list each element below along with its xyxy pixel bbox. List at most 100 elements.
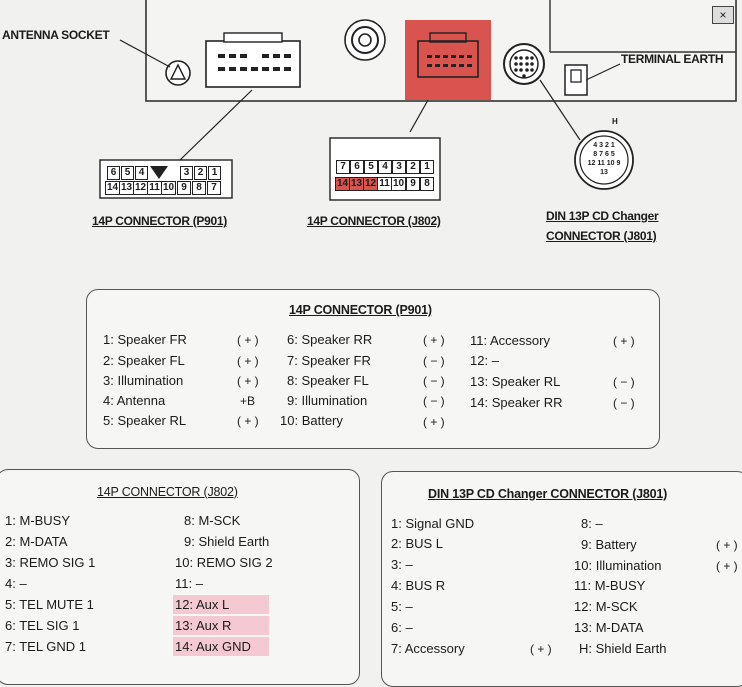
list-item: 10: Illumination	[574, 558, 662, 573]
pin: 13	[119, 181, 134, 195]
list-item-highlighted: 14: Aux GND	[173, 637, 269, 656]
j802-pin-grid: 7 6 5 4 3 2 1 14 13 12 11 10 9 8	[335, 160, 437, 192]
pin: 4	[135, 166, 148, 180]
list-item: 14: Speaker RR	[470, 395, 563, 410]
list-item: 2: M-DATA	[5, 534, 68, 549]
polarity: ( − )	[613, 375, 635, 389]
p901-panel-title: 14P CONNECTOR (P901)	[289, 303, 432, 317]
polarity: ( + )	[530, 642, 552, 656]
list-item: 11: M-BUSY	[574, 578, 646, 593]
polarity: ( − )	[423, 394, 445, 408]
pin: 3	[180, 166, 193, 180]
pin: 2	[406, 160, 420, 174]
list-item: 9: Shield Earth	[184, 534, 270, 549]
list-item: 10: Battery	[280, 413, 343, 428]
pin: 1	[208, 166, 221, 180]
list-item: 2: Speaker FL	[103, 353, 185, 368]
list-item: 5: –	[391, 599, 413, 614]
list-item: 1: Speaker FR	[103, 332, 187, 347]
list-item: 8: M-SCK	[184, 513, 241, 528]
j801-panel: DIN 13P CD Changer CONNECTOR (J801) 1: S…	[381, 471, 742, 687]
din-marker: H	[612, 117, 618, 126]
pin: 9	[406, 177, 420, 191]
pin: 8	[420, 177, 434, 191]
polarity: ( − )	[423, 374, 445, 388]
j802-panel-title: 14P CONNECTOR (J802)	[97, 485, 238, 499]
list-item: 5: TEL MUTE 1	[5, 597, 94, 612]
pin: 3	[392, 160, 406, 174]
pin: 8	[192, 181, 206, 195]
list-item: 1: Signal GND	[391, 516, 475, 531]
list-item: 10: REMO SIG 2	[175, 555, 273, 570]
polarity: ( + )	[237, 333, 259, 347]
pin: 2	[194, 166, 207, 180]
list-item: 5: Speaker RL	[103, 413, 187, 428]
pin: 10	[391, 177, 406, 191]
pin-highlighted: 14	[335, 177, 350, 191]
polarity: +B	[240, 394, 256, 408]
j801-panel-title: DIN 13P CD Changer CONNECTOR (J801)	[428, 487, 668, 501]
pin: 5	[364, 160, 378, 174]
list-item: 3: –	[391, 557, 413, 572]
list-item: 8: Speaker FL	[287, 373, 369, 388]
j802-panel: 14P CONNECTOR (J802) 1: M-BUSY 2: M-DATA…	[0, 469, 360, 685]
polarity: ( + )	[237, 414, 259, 428]
polarity: ( + )	[716, 559, 738, 573]
list-item: 11: –	[175, 576, 203, 591]
list-item: 13: M-DATA	[574, 620, 644, 635]
p901-caption: 14P CONNECTOR (P901)	[92, 214, 227, 228]
p901-panel: 14P CONNECTOR (P901) 1: Speaker FR 2: Sp…	[86, 289, 660, 449]
polarity: ( + )	[613, 334, 635, 348]
j802-caption: 14P CONNECTOR (J802)	[307, 214, 441, 228]
din-caption-line2: CONNECTOR (J801)	[546, 229, 657, 243]
pin: 7	[207, 181, 221, 195]
polarity: ( + )	[237, 374, 259, 388]
list-item: 4: Antenna	[103, 393, 166, 408]
list-item: 8: –	[581, 516, 603, 531]
head-unit-diagram	[99, 0, 737, 201]
list-item: 9: Battery	[581, 537, 637, 552]
pin: 9	[177, 181, 191, 195]
list-item: 7: Speaker FR	[287, 353, 371, 368]
list-item: 7: TEL GND 1	[5, 639, 86, 654]
polarity: ( + )	[716, 538, 738, 552]
pin-highlighted: 12	[363, 177, 378, 191]
pin: 12	[133, 181, 148, 195]
key-triangle-icon	[150, 166, 168, 179]
list-item: 3: Illumination	[103, 373, 184, 388]
pin: 10	[161, 181, 176, 195]
list-item: 6: TEL SIG 1	[5, 618, 80, 633]
pin: 7	[336, 160, 350, 174]
list-item: 12: –	[470, 353, 499, 368]
list-item: 13: Speaker RL	[470, 374, 561, 389]
list-item: 1: M-BUSY	[5, 513, 71, 528]
close-icon[interactable]: ×	[712, 6, 734, 24]
pin: 6	[107, 166, 120, 180]
din-pin-grid: 4 3 2 1 8 7 6 5 12 11 10 9 13	[587, 142, 621, 176]
list-item: 9: Illumination	[287, 393, 368, 408]
list-item: 12: M-SCK	[574, 599, 638, 614]
polarity: ( − )	[423, 354, 445, 368]
din-caption-line1: DIN 13P CD Changer	[546, 209, 659, 223]
list-item: 3: REMO SIG 1	[5, 555, 96, 570]
list-item: 2: BUS L	[391, 536, 444, 551]
pin: 5	[121, 166, 134, 180]
polarity: ( + )	[423, 415, 445, 429]
list-item: H: Shield Earth	[579, 641, 667, 656]
polarity: ( + )	[423, 333, 445, 347]
list-item: 6: –	[391, 620, 413, 635]
polarity: ( − )	[613, 396, 635, 410]
pin: 6	[350, 160, 364, 174]
list-item: 11: Accessory	[470, 333, 550, 348]
antenna-socket-label: ANTENNA SOCKET	[2, 28, 110, 42]
list-item: 4: –	[5, 576, 27, 591]
din-connector-icon	[574, 130, 634, 190]
pin: 11	[147, 181, 162, 195]
list-item: 6: Speaker RR	[287, 332, 373, 347]
list-item-highlighted: 12: Aux L	[173, 595, 269, 614]
pin: 11	[377, 177, 392, 191]
list-item-highlighted: 13: Aux R	[173, 616, 269, 635]
pin: 1	[420, 160, 434, 174]
terminal-earth-label: TERMINAL EARTH	[621, 52, 724, 66]
pin: 14	[105, 181, 120, 195]
